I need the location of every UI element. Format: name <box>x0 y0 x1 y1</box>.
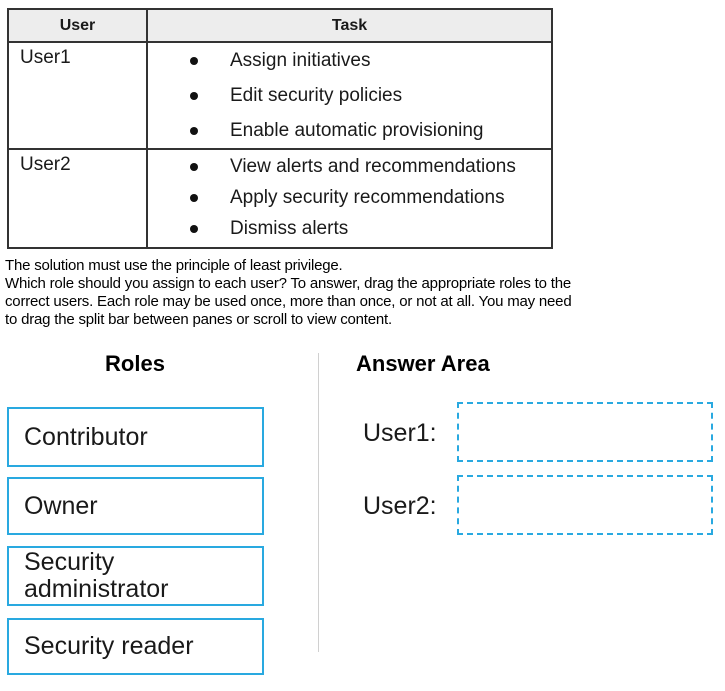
question-instructions: The solution must use the principle of l… <box>5 257 572 329</box>
bullet-icon <box>190 224 198 233</box>
answer-area-title: Answer Area <box>356 351 490 376</box>
table-row-user2-cell: User2 <box>9 150 148 247</box>
answer-label-user1: User1: <box>363 419 437 447</box>
bullet-icon <box>190 91 198 100</box>
table-row-user1-cell: User1 <box>9 43 148 150</box>
drop-target-user2[interactable] <box>457 475 713 535</box>
task-text: Enable automatic provisioning <box>230 119 484 141</box>
table-header-user: User <box>9 10 148 43</box>
bullet-icon <box>190 56 198 65</box>
bullet-icon <box>190 193 198 202</box>
task-item: Enable automatic provisioning <box>148 113 551 148</box>
task-item: Assign initiatives <box>148 43 551 78</box>
drop-target-user1[interactable] <box>457 402 713 462</box>
task-item: Edit security policies <box>148 78 551 113</box>
task-text: Apply security recommendations <box>230 186 505 208</box>
instruction-line: correct users. Each role may be used onc… <box>5 293 572 310</box>
bullet-icon <box>190 162 198 171</box>
instruction-line: to drag the split bar between panes or s… <box>5 311 392 328</box>
instruction-line: Which role should you assign to each use… <box>5 275 572 292</box>
user1-label: User1 <box>20 47 71 68</box>
role-label: Owner <box>24 491 98 520</box>
bullet-icon <box>190 126 198 135</box>
table-row-user1-tasks: Assign initiatives Edit security policie… <box>148 43 551 150</box>
role-drag-item-owner[interactable]: Owner <box>7 477 264 535</box>
task-item: Dismiss alerts <box>148 213 551 244</box>
task-text: Edit security policies <box>230 84 403 106</box>
table-row-user2-tasks: View alerts and recommendations Apply se… <box>148 150 551 247</box>
user-task-table: User Task User1 Assign initiatives Edit … <box>7 8 553 249</box>
pane-split-bar[interactable] <box>318 353 319 652</box>
user2-label: User2 <box>20 154 71 175</box>
table-header-user-label: User <box>59 16 96 34</box>
task-text: Assign initiatives <box>230 49 371 71</box>
role-label: Security reader <box>24 632 194 660</box>
task-text: Dismiss alerts <box>230 217 349 239</box>
role-drag-item-contributor[interactable]: Contributor <box>7 407 264 467</box>
instruction-line: The solution must use the principle of l… <box>5 257 343 274</box>
table-header-task-label: Task <box>331 16 368 34</box>
roles-panel-title: Roles <box>105 351 165 376</box>
role-drag-item-security-reader[interactable]: Security reader <box>7 618 264 675</box>
role-label: Security administrator <box>24 548 169 603</box>
role-drag-item-security-administrator[interactable]: Security administrator <box>7 546 264 606</box>
answer-label-user2: User2: <box>363 492 437 520</box>
task-text: View alerts and recommendations <box>230 155 516 177</box>
table-header-task: Task <box>148 10 551 43</box>
task-item: View alerts and recommendations <box>148 151 551 182</box>
task-item: Apply security recommendations <box>148 182 551 213</box>
role-label: Contributor <box>24 422 148 451</box>
